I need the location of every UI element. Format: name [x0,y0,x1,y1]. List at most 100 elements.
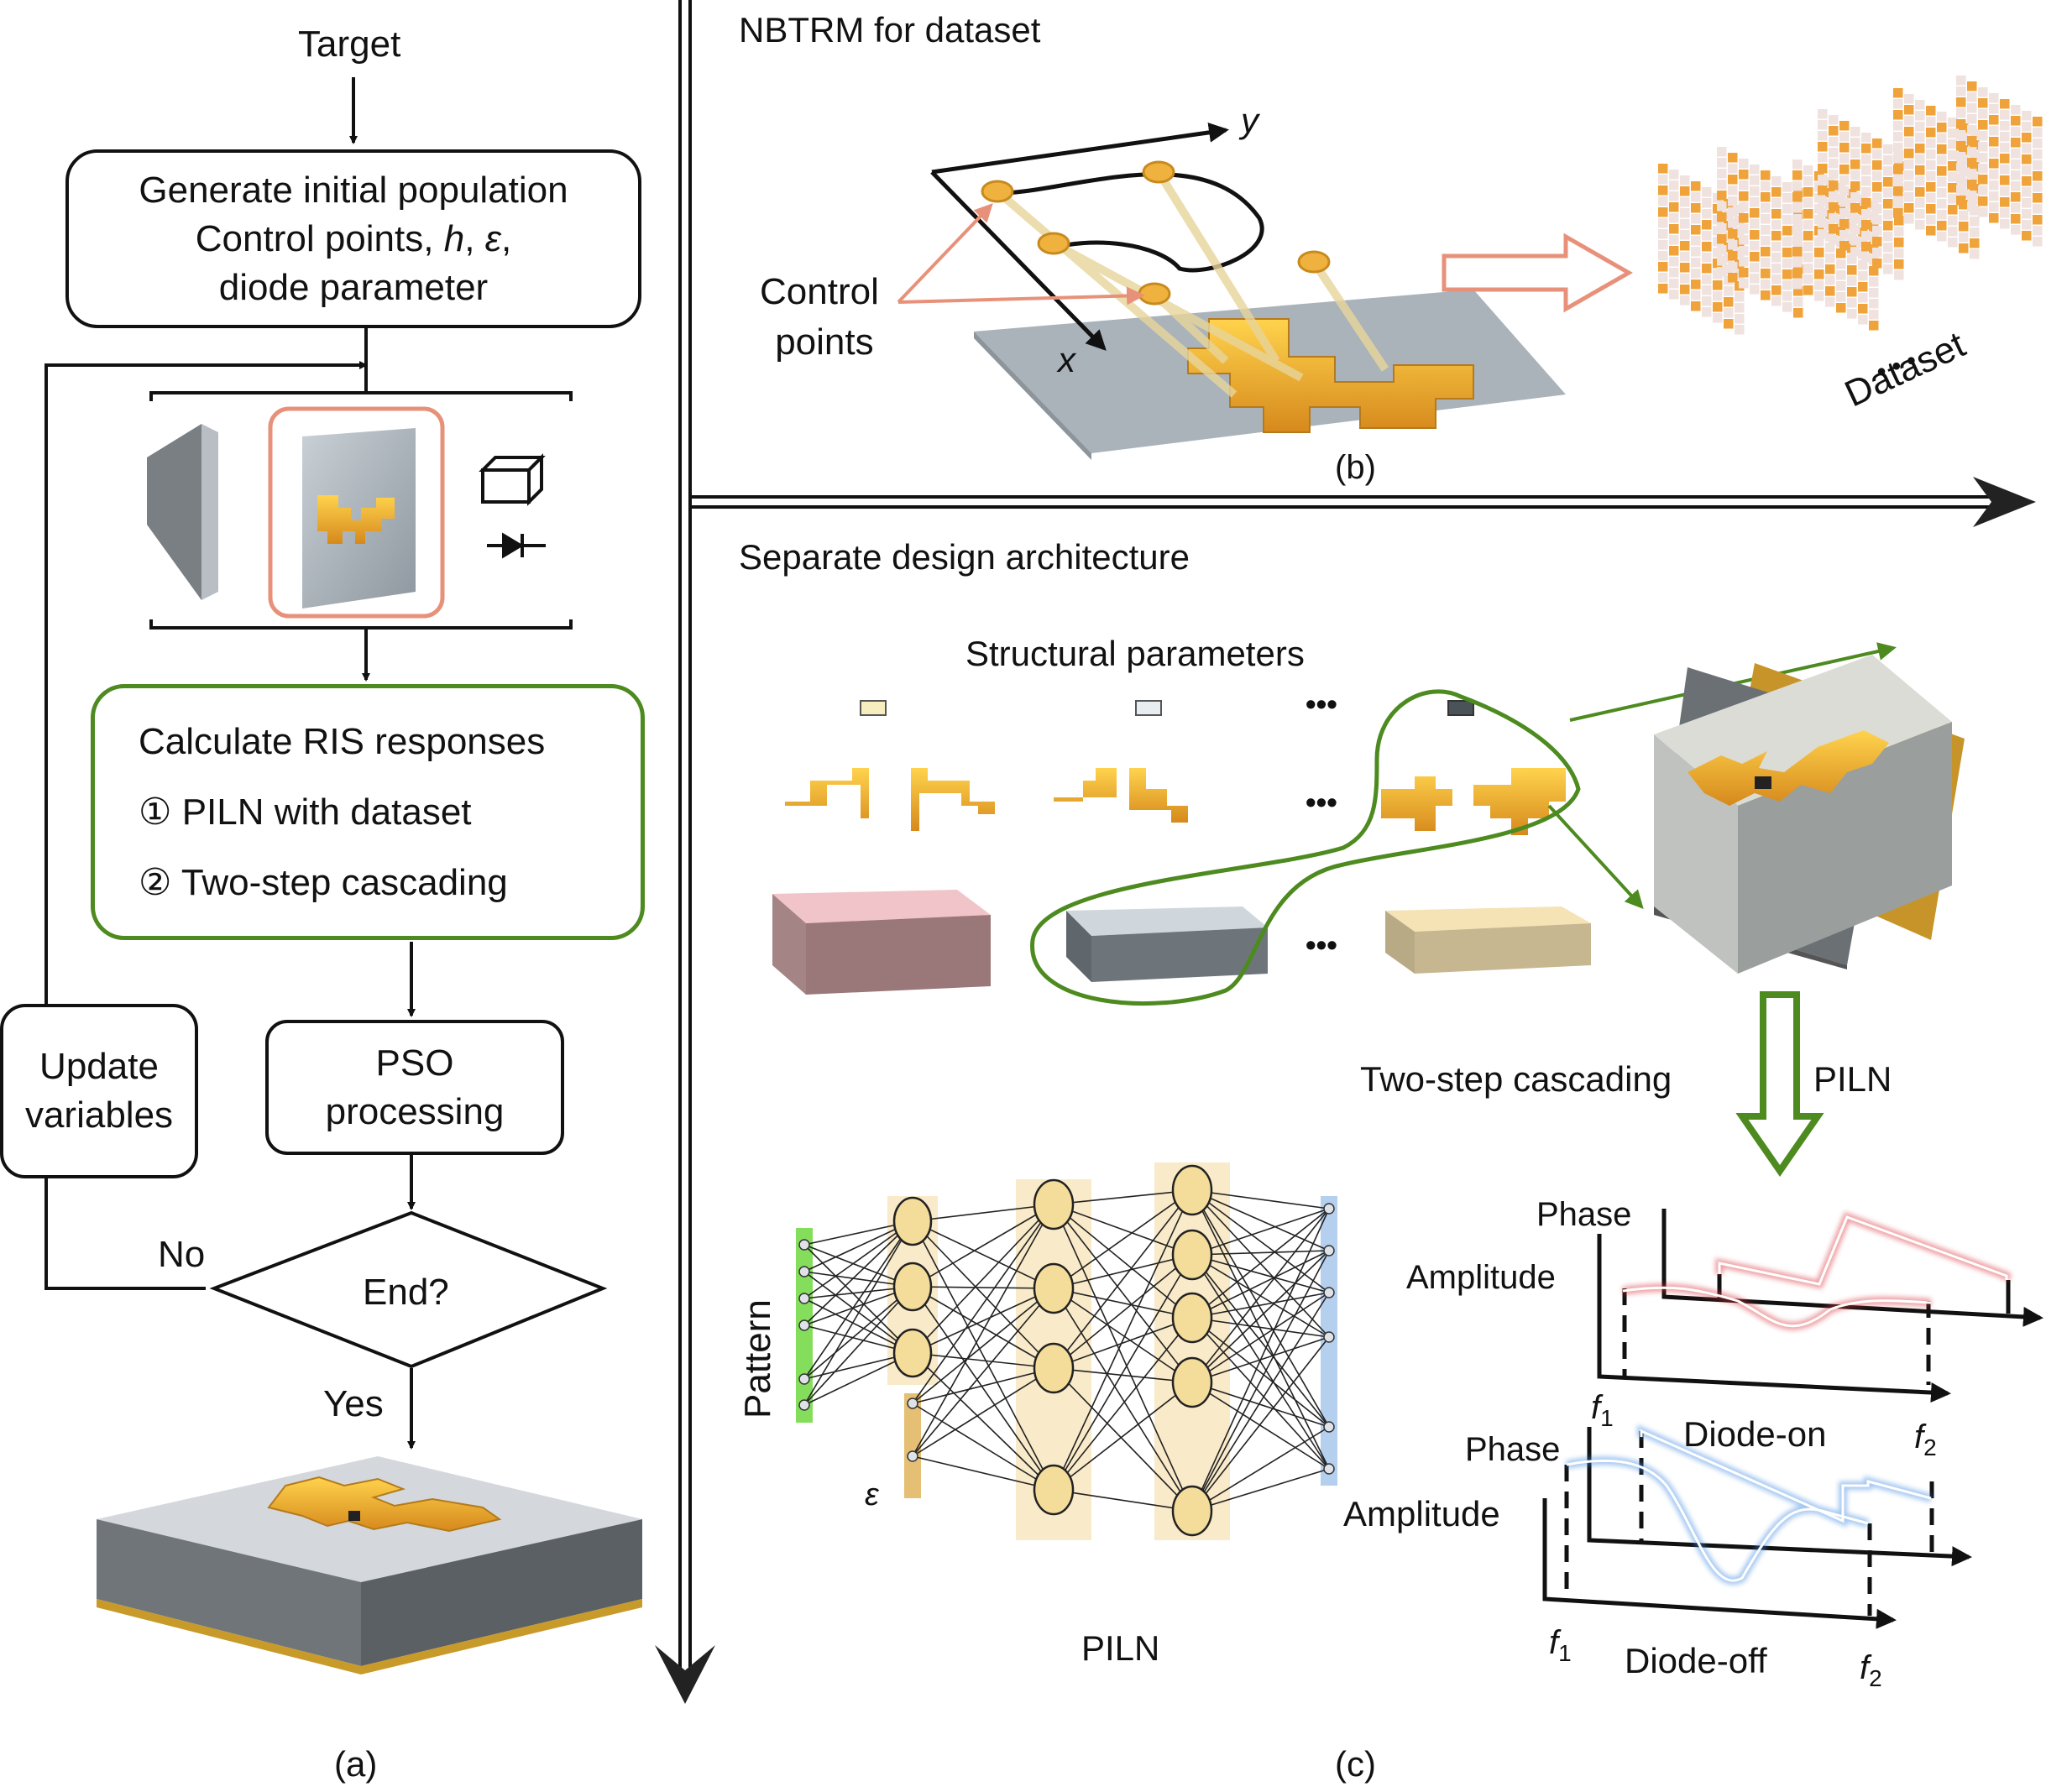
connection [912,1367,1054,1457]
ris-title: Calculate RIS responses [139,720,546,762]
final-ris-unit-image [97,1456,642,1674]
connection [1191,1292,1330,1512]
connection [1191,1336,1330,1512]
connection [912,1288,1054,1457]
diode-on-f2: f2 [1914,1418,1937,1461]
connection [1053,1204,1193,1319]
connection [1053,1317,1193,1369]
diode-off-f2: f2 [1860,1649,1882,1692]
connection [1053,1189,1193,1491]
connection [1191,1189,1330,1293]
connection [1053,1254,1193,1289]
caption-b: (b) [1335,449,1376,486]
ellipsis-patterns: ••• [1306,785,1337,819]
no-label: No [158,1234,206,1275]
pattern-plate-icon [302,428,416,609]
connection [912,1288,1054,1354]
control-point-pointer-arrows [897,203,1145,306]
network-output-label: Amplitude [1343,1494,1500,1533]
connection [1053,1367,1193,1512]
connection [1191,1250,1330,1383]
connection [912,1367,1054,1404]
connection [1191,1468,1330,1512]
var-h: h [443,217,465,259]
connection [1053,1317,1193,1491]
pattern-input-label: Pattern [737,1299,778,1418]
ris-item-2-text: Two-step cascading [181,861,508,903]
diode-on-state-label: Diode-on [1683,1414,1827,1454]
connection [1191,1382,1330,1470]
connection [803,1220,913,1326]
init-line-2-prefix: Control points, [195,217,444,259]
update-variables-box: Update variables [0,1004,198,1178]
selected-pattern-frame [268,406,445,619]
connection [1053,1288,1193,1383]
structural-parameter-options [772,700,1591,995]
connection [1191,1382,1330,1428]
f2-symbol: f [1914,1418,1924,1455]
f2-sub: 2 [1869,1665,1882,1691]
connection [912,1204,1054,1288]
piln-network [796,1162,1337,1540]
connection [1053,1288,1193,1512]
connection [1191,1317,1330,1470]
input-node [798,1293,810,1304]
init-line-2: Control points, h, ε, [196,215,511,264]
input-node [798,1266,810,1277]
yes-label: Yes [323,1383,384,1424]
f2-sub: 2 [1923,1434,1937,1460]
input-node [1323,1203,1335,1215]
diode-on-phase-label: Phase [1536,1196,1632,1233]
connection [1191,1254,1330,1428]
f1-sub: 1 [1558,1640,1572,1666]
update-line-2: variables [24,1095,174,1136]
axis-y-label: y [1241,101,1258,140]
input-node [1323,1331,1335,1343]
connection [912,1204,1054,1457]
connection [1191,1208,1330,1383]
ellipsis-heights: ••• [1306,687,1337,721]
dataset-grids [1658,76,2043,335]
input-node [1323,1245,1335,1256]
connection [912,1288,1054,1404]
caption-a: (a) [334,1744,378,1784]
connection [1191,1208,1330,1319]
two-step-cascading-label: Two-step cascading [1360,1059,1672,1099]
connection [912,1286,1054,1491]
pso-processing-box: PSO processing [265,1020,564,1155]
connection [803,1286,913,1380]
neuron [1033,1262,1075,1314]
connection [912,1455,1054,1491]
target-label: Target [298,24,401,65]
connection [1191,1250,1330,1256]
connection [1191,1250,1330,1319]
connection [1053,1204,1193,1256]
neuron [1171,1485,1213,1537]
connection [912,1220,1054,1491]
dataset-grid-sheet [1818,109,1904,280]
connection [1191,1426,1330,1512]
structural-parameters-label: Structural parameters [965,634,1305,673]
ellipsis-substrates: ••• [1306,927,1337,962]
connection [1053,1254,1193,1369]
f2-symbol: f [1860,1649,1870,1686]
diode-on-plot [1597,1209,2043,1403]
sep: , [464,217,485,259]
control-point-projections [994,170,1389,398]
input-node [1323,1421,1335,1433]
connection [1053,1204,1193,1383]
pso-line-2: processing [325,1090,505,1132]
connection [912,1220,1054,1289]
diode-on-amplitude-label: Amplitude [1406,1259,1556,1296]
assembled-ris-unit-image [1654,655,1965,974]
connection [1191,1189,1330,1428]
axis-x-label: x [1058,340,1075,379]
input-node [798,1239,810,1251]
ris-item-1-text: PILN with dataset [181,791,472,833]
control-points-label: Control points [760,267,879,368]
connection [1191,1254,1330,1470]
connection [1191,1208,1330,1512]
connection [803,1220,913,1299]
epsilon-input-label: ε [865,1477,879,1512]
